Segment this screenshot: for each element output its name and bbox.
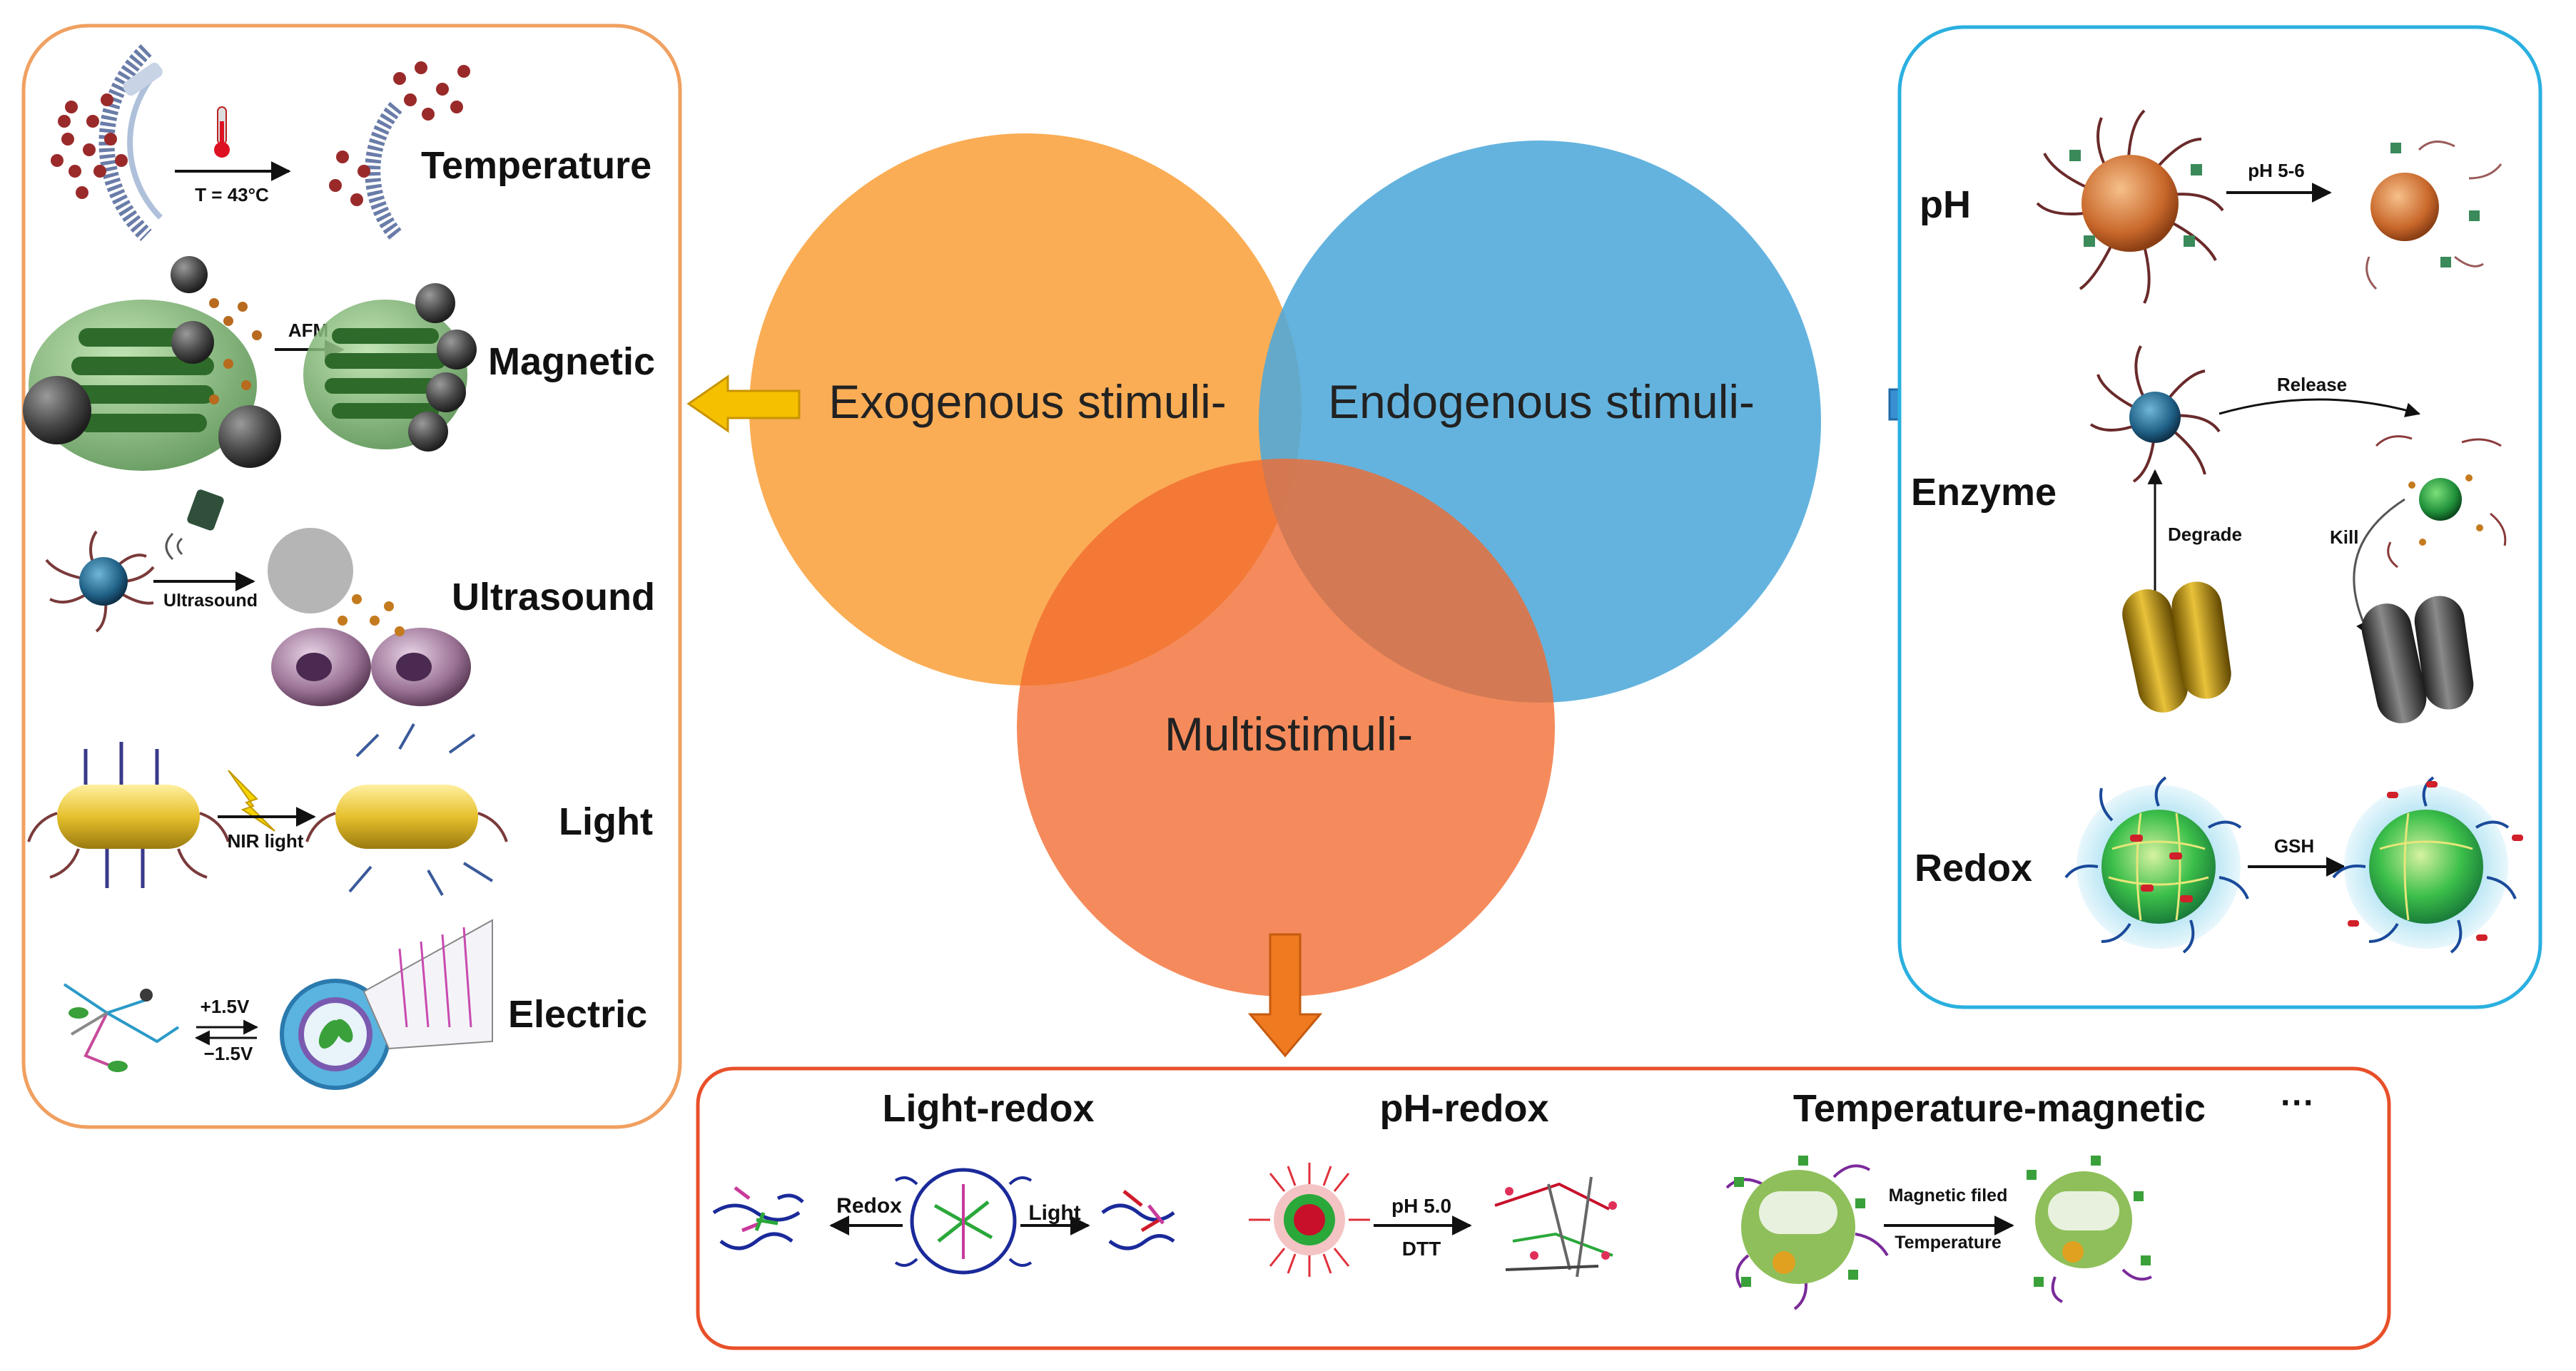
electric-forward: +1.5V <box>201 996 250 1017</box>
micelle-icon <box>45 530 155 633</box>
light-redox-label: Light-redox <box>883 1087 1095 1130</box>
light-redox-left-condition: Redox <box>836 1194 902 1218</box>
multistimuli-panel: Light-redox Redox Light <box>696 1066 2391 1350</box>
exogenous-arrow <box>686 374 801 433</box>
released-drug-icon <box>2375 435 2507 569</box>
magnetic-label: Magnetic <box>488 340 655 383</box>
temperature-label: Temperature <box>421 144 651 187</box>
ultrasound-row: Ultrasound Ultrasound <box>45 489 655 706</box>
ultrasound-label: Ultrasound <box>452 576 655 618</box>
electric-row: +1.5V −1.5V Electric <box>63 919 647 1090</box>
ph-redox-bottom-condition: DTT <box>1402 1238 1441 1260</box>
thermo-magnetic-after-icon <box>2027 1156 2152 1303</box>
enzyme-label: Enzyme <box>1911 471 2057 514</box>
light-redox-group: Light-redox Redox Light <box>712 1087 1175 1275</box>
gold-bacteria-icon <box>2122 581 2231 713</box>
ph-redox-label: pH-redox <box>1379 1087 1548 1130</box>
light-row: NIR light Light <box>27 723 653 896</box>
polymer-network-icon <box>63 983 180 1072</box>
multistimuli-panel-border <box>696 1066 2391 1350</box>
lightning-icon <box>228 770 275 832</box>
ph-label: pH <box>1920 183 1971 226</box>
light-redox-left-icon <box>712 1186 804 1250</box>
cells-icon <box>268 528 471 706</box>
light-redox-center-icon <box>894 1168 1033 1275</box>
temperature-magnetic-group: Temperature-magnetic Magnetic filed Temp… <box>1725 1084 2315 1310</box>
endogenous-panel-border <box>1897 25 2542 1009</box>
ellipsis-label: ··· <box>2281 1084 2315 1122</box>
nanorod-after-icon <box>305 723 508 896</box>
endogenous-label: Endogenous stimuli- <box>1328 375 1755 428</box>
liposome-after-icon <box>329 61 470 241</box>
temperature-magnetic-bottom-condition: Temperature <box>1895 1233 2002 1253</box>
ultrasound-condition: Ultrasound <box>163 591 258 611</box>
redox-condition: GSH <box>2274 835 2314 857</box>
release-label: Release <box>2277 374 2347 395</box>
release-arrow <box>2218 398 2421 417</box>
ph-micelle-after-icon <box>2365 141 2503 290</box>
electric-label: Electric <box>508 993 647 1036</box>
light-label: Light <box>559 800 653 843</box>
endogenous-panel: pH pH 5-6 Enzyme <box>1897 25 2542 1009</box>
light-condition: NIR light <box>228 830 304 852</box>
ph-condition: pH 5-6 <box>2248 160 2304 181</box>
magnetic-capsule-before-icon <box>23 256 281 471</box>
ph-redox-network-icon <box>1494 1176 1617 1278</box>
redox-nanogel-after-icon <box>2332 776 2523 954</box>
multistimuli-circle <box>1017 459 1555 997</box>
degrade-label: Degrade <box>2168 524 2242 545</box>
liposome-before-icon <box>51 44 163 241</box>
venn-diagram: Exogenous stimuli- Endogenous stimuli- M… <box>749 133 1821 997</box>
enzyme-micelle-icon <box>2089 345 2221 483</box>
ph-row: pH pH 5-6 <box>1920 109 2503 304</box>
temperature-condition: T = 43°C <box>195 184 269 205</box>
multistimuli-arrow <box>1247 933 1323 1058</box>
temperature-magnetic-top-condition: Magnetic filed <box>1889 1186 2008 1206</box>
ph-redox-top-condition: pH 5.0 <box>1391 1195 1451 1217</box>
kill-arrow <box>2353 498 2405 636</box>
thermo-magnetic-before-icon <box>1725 1156 1889 1310</box>
electric-backward: −1.5V <box>204 1043 253 1064</box>
light-redox-right-condition: Light <box>1028 1201 1080 1225</box>
light-redox-right-icon <box>1101 1190 1175 1250</box>
redox-row: Redox GSH <box>1915 776 2523 954</box>
nanorod-before-icon <box>27 742 230 888</box>
magnetic-row: AFM Magnetic <box>23 256 655 471</box>
vesicle-icon <box>280 919 493 1090</box>
temperature-row: T = 43°C Temperature <box>51 44 651 241</box>
transducer-icon <box>165 489 224 561</box>
exogenous-panel: T = 43°C Temperature <box>21 24 682 1129</box>
ph-redox-micelle-icon <box>1249 1163 1370 1277</box>
multistimuli-label: Multistimuli- <box>1165 708 1413 760</box>
ph-redox-group: pH-redox pH 5.0 DTT <box>1249 1087 1617 1278</box>
dead-bacteria-icon <box>2361 596 2474 723</box>
thermometer-icon <box>214 106 230 158</box>
temperature-magnetic-label: Temperature-magnetic <box>1793 1087 2206 1130</box>
enzyme-row: Enzyme Release Degrade Kill <box>1911 345 2507 723</box>
redox-label: Redox <box>1915 847 2032 890</box>
ph-micelle-before-icon <box>2036 109 2224 304</box>
redox-nanogel-before-icon <box>2064 776 2249 954</box>
exogenous-label: Exogenous stimuli- <box>828 375 1227 428</box>
kill-label: Kill <box>2330 526 2358 548</box>
magnetic-capsule-after-icon <box>303 283 477 452</box>
